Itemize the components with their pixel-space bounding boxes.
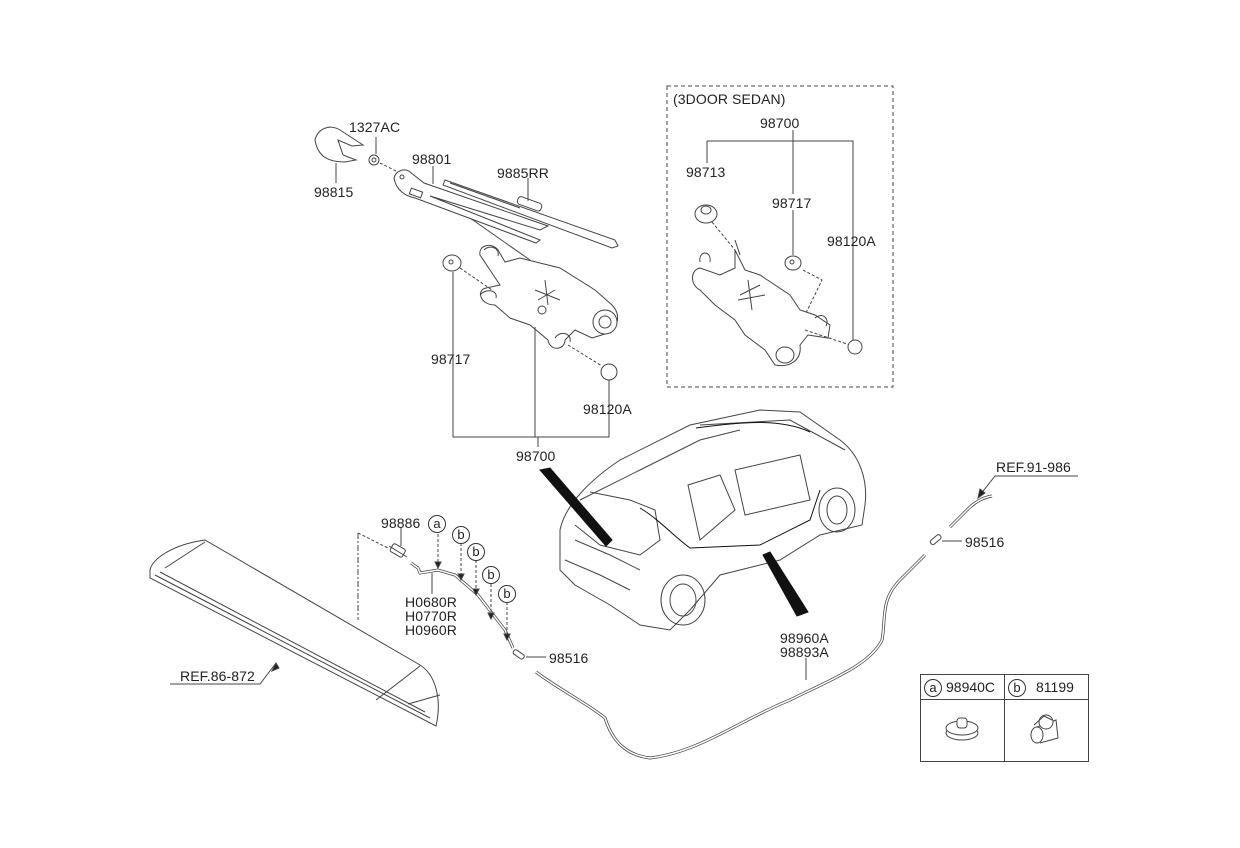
clip-marker-b-4: b [498,585,516,603]
ref-86-872-leader [170,662,277,685]
label-98700-group: 98700 [760,115,800,131]
callout-wedge-rear [539,467,613,547]
clip-leaders [434,534,511,642]
nut-part[interactable] [368,154,380,166]
label-98801: 98801 [412,151,452,167]
legend-divider [1004,675,1005,761]
label-98815: 98815 [314,184,354,200]
legend-part-98940C: 98940C [946,679,996,695]
arm-axis-line [469,217,531,261]
legend-marker-b: b [1008,679,1026,698]
label-98886: 98886 [381,515,421,531]
group-box-3door-sedan [666,85,894,388]
front-hose-part[interactable] [948,494,993,529]
ref-86-872-arrow [270,661,280,672]
label-1327AC: 1327AC [349,119,401,135]
wiper-motor-group-part[interactable] [692,239,831,367]
washer-hose-long-part[interactable] [535,553,927,760]
ref-86-872-link[interactable]: REF.86-872 [180,668,255,684]
ref-91-986-link[interactable]: REF.91-986 [996,459,1071,475]
clip-marker-b-2: b [467,543,485,561]
ref-91-986-arrow [977,488,986,500]
label-98516-right: 98516 [965,534,1005,550]
wiper-blade-part[interactable] [442,179,619,249]
bracket-98700-main [452,272,610,438]
cap-98120A-part[interactable] [600,363,618,381]
connector-98516-left-part[interactable] [512,649,525,660]
label-98960A: 98960A [780,630,829,646]
label-98120A: 98120A [583,401,632,417]
label-H0770R: H0770R [405,608,457,624]
label-98893A: 98893A [780,644,829,660]
ref-91-986-leader [979,475,1078,496]
check-valve-part[interactable] [388,543,408,558]
group-box-title: (3DOOR SEDAN) [673,91,786,107]
cap-group-axis-line [804,329,851,346]
rear-spoiler-part[interactable] [149,539,441,727]
valve-axis-line [357,532,389,549]
label-H0680R: H0680R [405,594,457,610]
grommet-clip-icon [945,717,979,741]
wiper-arm-part[interactable] [393,169,550,244]
label-9885RR: 9885RR [497,165,549,181]
bushing-98717-group-part[interactable] [784,255,802,271]
hose-clip-icon [1030,714,1059,744]
wiper-motor-part[interactable] [479,244,619,349]
bushing-98717-part[interactable] [442,254,462,272]
legend-item-b: b 81199 [1008,679,1074,698]
label-98717: 98717 [431,351,471,367]
label-98713-group: 98713 [686,164,726,180]
callout-wedge-side [762,551,809,617]
bushing-axis-line [459,267,493,291]
grommet-98713-part[interactable] [694,204,718,224]
label-H0960R: H0960R [405,622,457,638]
grommet-axis-line [711,221,736,251]
label-98120A-group: 98120A [827,233,876,249]
legend-marker-a: a [924,679,942,698]
washer-hose-short-part[interactable] [410,561,515,649]
wiper-cover-part[interactable] [314,126,365,163]
clip-marker-b-1: b [452,526,470,544]
label-98516-left: 98516 [549,650,589,666]
cap-98120A-group-part[interactable] [847,339,863,355]
car-illustration [559,409,867,631]
bushing-group-axis-line [802,269,823,316]
clip-marker-b-3: b [482,566,500,584]
clip-marker-a: a [428,515,446,533]
legend-part-81199: 81199 [1036,679,1074,695]
cap-axis-line [567,344,603,367]
label-98717-group: 98717 [772,195,812,211]
nut-axis-line [379,162,399,173]
connector-98516-right-part[interactable] [929,534,942,546]
label-98700: 98700 [516,448,556,464]
